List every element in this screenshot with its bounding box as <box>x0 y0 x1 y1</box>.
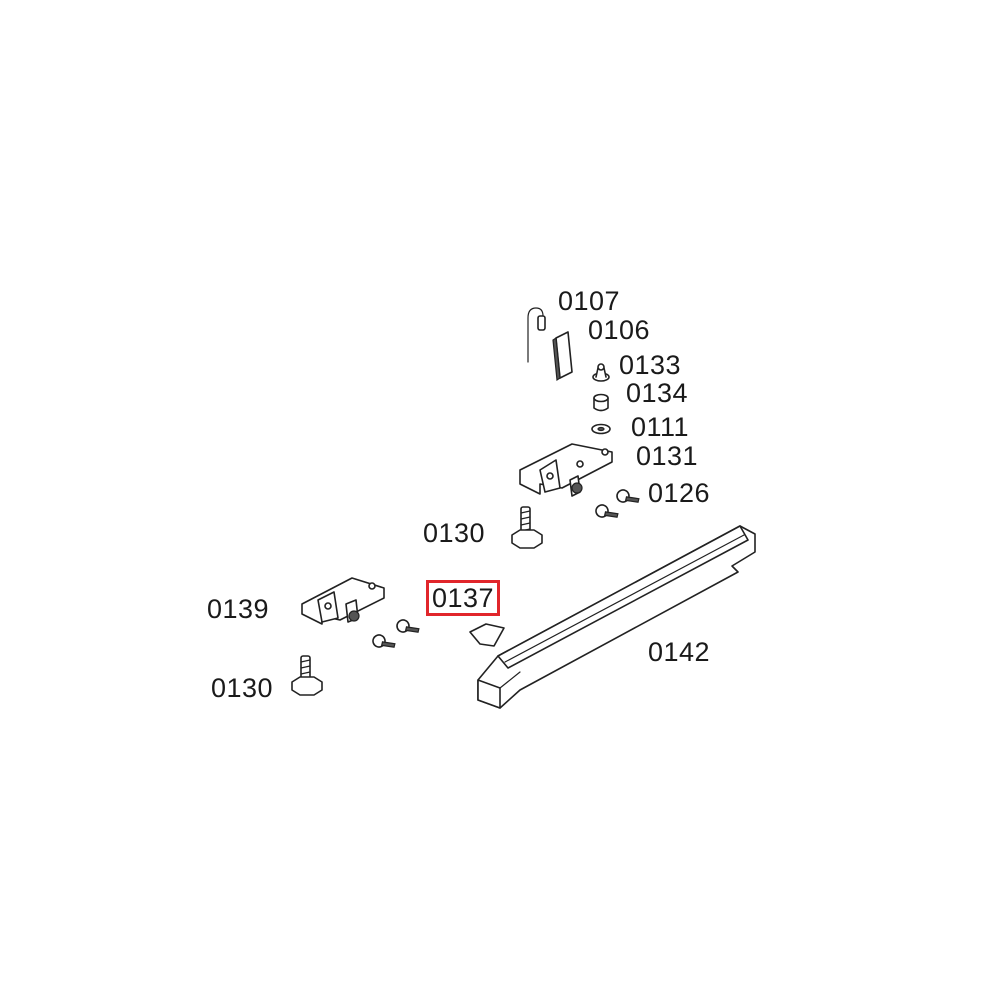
label-0142: 0142 <box>648 637 711 667</box>
part-0130-upper-foot <box>511 506 543 549</box>
label-0131: 0131 <box>636 441 699 471</box>
part-0111-washer <box>591 423 611 435</box>
label-0106: 0106 <box>588 315 651 345</box>
part-0139-lower-hinge <box>301 577 385 625</box>
part-0107-pin <box>527 307 546 363</box>
label-0130-lower: 0130 <box>211 673 274 703</box>
label-0126: 0126 <box>648 478 711 508</box>
part-0126-screws <box>595 489 640 518</box>
label-0134: 0134 <box>626 378 689 408</box>
label-0139: 0139 <box>207 594 270 624</box>
part-0131-upper-hinge <box>519 443 613 497</box>
part-0133-cap <box>592 363 610 382</box>
part-0142-plinth <box>477 525 756 709</box>
label-0133: 0133 <box>619 350 682 380</box>
label-0137-highlighted[interactable]: 0137 <box>425 580 501 616</box>
part-0134-spacer <box>593 393 609 412</box>
label-0107: 0107 <box>558 286 621 316</box>
label-0130-upper: 0130 <box>423 518 486 548</box>
part-0106-bushing <box>552 331 573 382</box>
part-0137-cover <box>469 623 505 647</box>
part-lower-screws <box>372 619 420 648</box>
label-0111: 0111 <box>631 412 690 442</box>
part-0130-lower-foot <box>291 655 323 696</box>
